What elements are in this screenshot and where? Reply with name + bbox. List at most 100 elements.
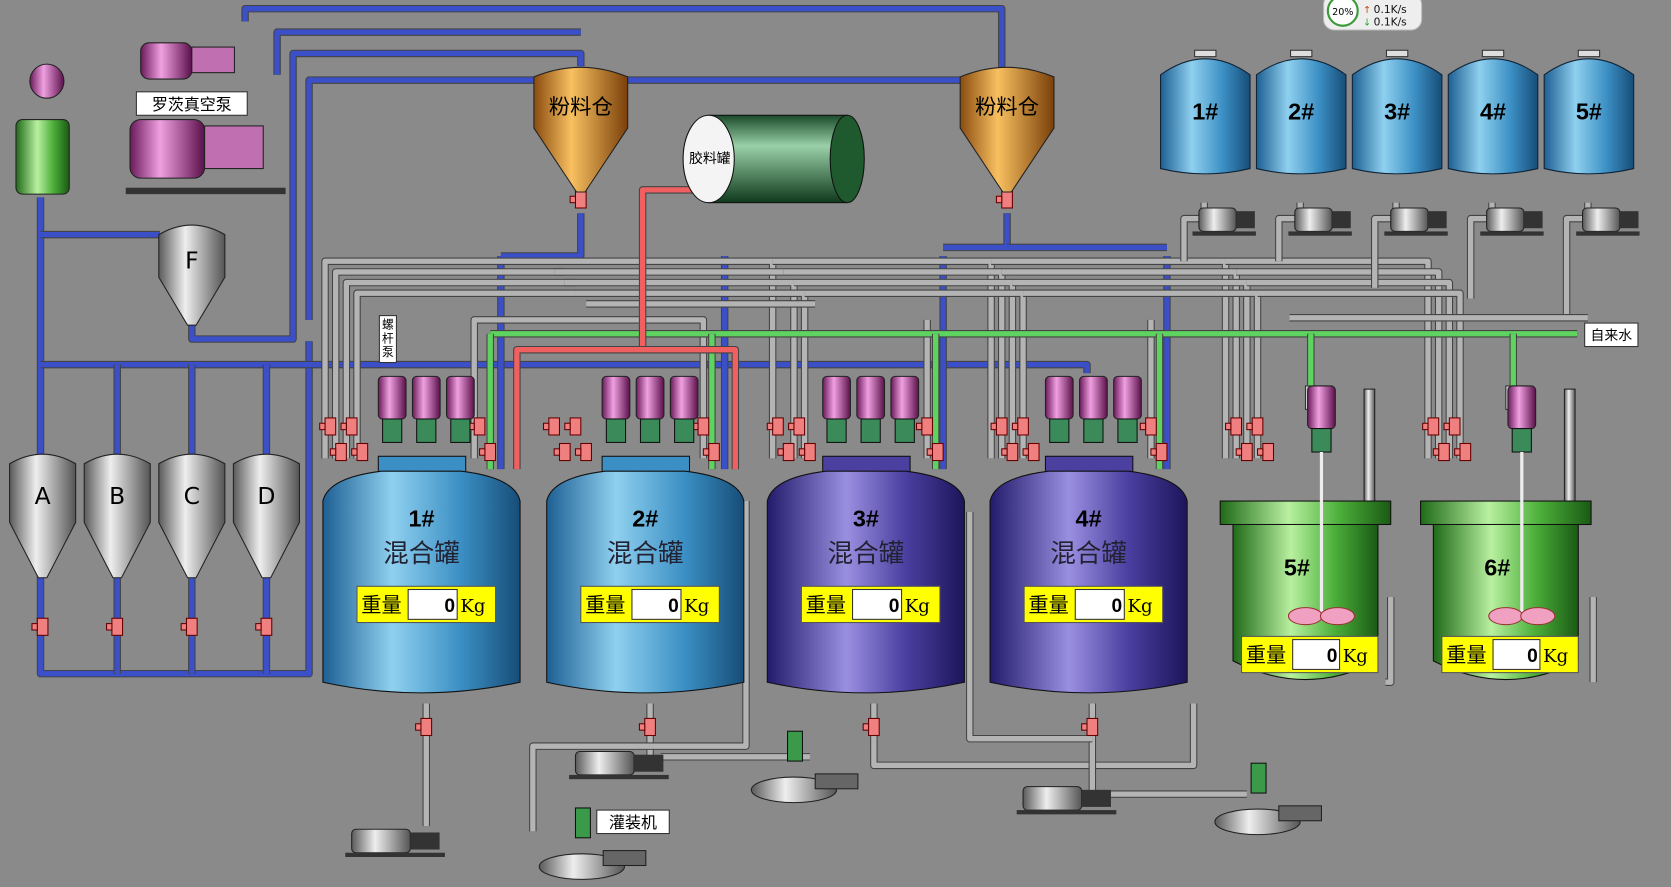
gearbox-icon bbox=[416, 418, 437, 443]
roots-pump-body bbox=[204, 125, 264, 170]
valve-handle-icon bbox=[1246, 422, 1253, 431]
agitator-blade-icon bbox=[1520, 607, 1556, 626]
powder-silo-2 bbox=[959, 66, 1055, 193]
valve-handle-icon bbox=[1443, 422, 1450, 431]
gearbox-icon bbox=[639, 418, 661, 443]
weight-label: 重量 bbox=[806, 593, 846, 617]
agitator-blade-icon bbox=[1488, 607, 1524, 626]
valve-handle-icon bbox=[180, 623, 188, 631]
weight-label: 重量 bbox=[361, 593, 401, 617]
hopper-label: D bbox=[257, 482, 275, 510]
valve-handle-icon bbox=[553, 448, 561, 456]
glue-pipe bbox=[514, 347, 738, 470]
valve-handle-icon bbox=[990, 422, 997, 431]
mix-tank-name: 混合罐 bbox=[828, 539, 905, 569]
weight-unit: Kg bbox=[684, 596, 710, 617]
mix-tank-4 bbox=[989, 470, 1188, 694]
motor-icon bbox=[822, 375, 851, 420]
network-widget: 20% ↑ 0.1K/s ↓ 0.1K/s bbox=[1323, 0, 1423, 31]
reactor-lid bbox=[1420, 500, 1592, 526]
gearbox-icon bbox=[894, 418, 915, 443]
storage-tank-label: 3# bbox=[1384, 99, 1410, 125]
pump-icon bbox=[1022, 786, 1083, 811]
mix-tank-name: 混合罐 bbox=[607, 539, 684, 569]
gray-pipe bbox=[333, 269, 565, 459]
valve-icon bbox=[420, 717, 433, 737]
valve-handle-icon bbox=[329, 448, 337, 456]
valve-handle-icon bbox=[638, 723, 646, 731]
screw-pump-text: 螺杆泵 bbox=[382, 317, 394, 359]
pump-motor-icon bbox=[1236, 211, 1255, 229]
valve-handle-icon bbox=[777, 448, 784, 456]
download-speed: 0.1K/s bbox=[1374, 16, 1407, 29]
powder-silo-1-label: 粉料仓 bbox=[549, 95, 613, 120]
pump-icon bbox=[1198, 207, 1237, 232]
valve-handle-icon bbox=[351, 448, 358, 456]
glue-tank-end bbox=[829, 114, 865, 204]
blue-pipe bbox=[274, 29, 581, 75]
valve-handle-icon bbox=[1422, 422, 1429, 431]
storage-tank-4 bbox=[1447, 58, 1539, 175]
valve-icon bbox=[1027, 442, 1040, 462]
hopper-label: A bbox=[35, 482, 51, 510]
powder-silo-2-text: 粉料仓 bbox=[975, 95, 1039, 120]
gray-pipe bbox=[967, 511, 1093, 742]
valve-icon bbox=[1017, 417, 1029, 436]
valve-handle-icon bbox=[1001, 448, 1008, 456]
valve-handle-icon bbox=[340, 422, 347, 431]
valve-icon bbox=[1251, 417, 1264, 436]
tank-cap bbox=[1290, 49, 1313, 58]
gearbox-icon bbox=[826, 418, 847, 443]
pump-base bbox=[1016, 810, 1117, 815]
pump-motor-icon bbox=[634, 754, 664, 772]
valve-handle-icon bbox=[1150, 448, 1157, 456]
valve-handle-icon bbox=[1011, 422, 1019, 431]
vacuum-unit-icon bbox=[15, 118, 70, 195]
valve-icon bbox=[868, 717, 880, 737]
hopper-a bbox=[9, 453, 77, 579]
valve-handle-icon bbox=[915, 422, 923, 431]
roots-pump-motor-icon bbox=[129, 118, 206, 179]
glue-pipe bbox=[639, 187, 709, 352]
storage-tank-2 bbox=[1255, 58, 1347, 175]
hopper-f bbox=[158, 224, 226, 326]
valve-icon bbox=[335, 442, 347, 462]
valve-handle-icon bbox=[255, 623, 262, 631]
hopper-f-text: F bbox=[185, 247, 198, 275]
valve-handle-icon bbox=[564, 422, 571, 431]
valve-icon bbox=[782, 442, 795, 462]
valve-icon bbox=[1001, 190, 1013, 209]
motor-icon bbox=[635, 375, 665, 420]
storage-tank-label: 2# bbox=[1288, 99, 1314, 125]
valve-icon bbox=[1006, 442, 1019, 462]
tank-cap bbox=[1385, 49, 1409, 58]
upload-speed: 0.1K/s bbox=[1374, 3, 1407, 16]
gray-pipe bbox=[354, 290, 587, 459]
tank-cap bbox=[1577, 49, 1601, 58]
blue-pipe bbox=[500, 213, 584, 259]
valve-icon bbox=[1427, 417, 1440, 436]
glue-tank-label: 胶料罐 bbox=[689, 150, 731, 167]
valve-handle-icon bbox=[1235, 448, 1243, 456]
valve-icon bbox=[473, 417, 486, 436]
motor-icon bbox=[1044, 375, 1074, 420]
valve-icon bbox=[644, 717, 656, 737]
storage-tank-label: 1# bbox=[1192, 99, 1218, 125]
weight-label: 重量 bbox=[585, 593, 625, 617]
valve-handle-icon bbox=[31, 623, 38, 631]
reactor-lid bbox=[1219, 500, 1392, 526]
valve-icon bbox=[1459, 442, 1472, 462]
valve-icon bbox=[1155, 442, 1168, 462]
weight-value: 0 bbox=[1111, 596, 1122, 617]
glue-tank-cap bbox=[682, 114, 735, 204]
valve-handle-icon bbox=[1081, 723, 1088, 731]
screw-pump-label: 螺杆泵 bbox=[378, 315, 397, 364]
valve-icon bbox=[1438, 442, 1450, 462]
pump-icon bbox=[1390, 207, 1429, 232]
valve-handle-icon bbox=[1432, 448, 1440, 456]
network-percent: 20% bbox=[1332, 7, 1353, 18]
pump-icon bbox=[574, 750, 635, 776]
valve-icon bbox=[804, 442, 816, 462]
filler-conveyor bbox=[814, 773, 859, 790]
